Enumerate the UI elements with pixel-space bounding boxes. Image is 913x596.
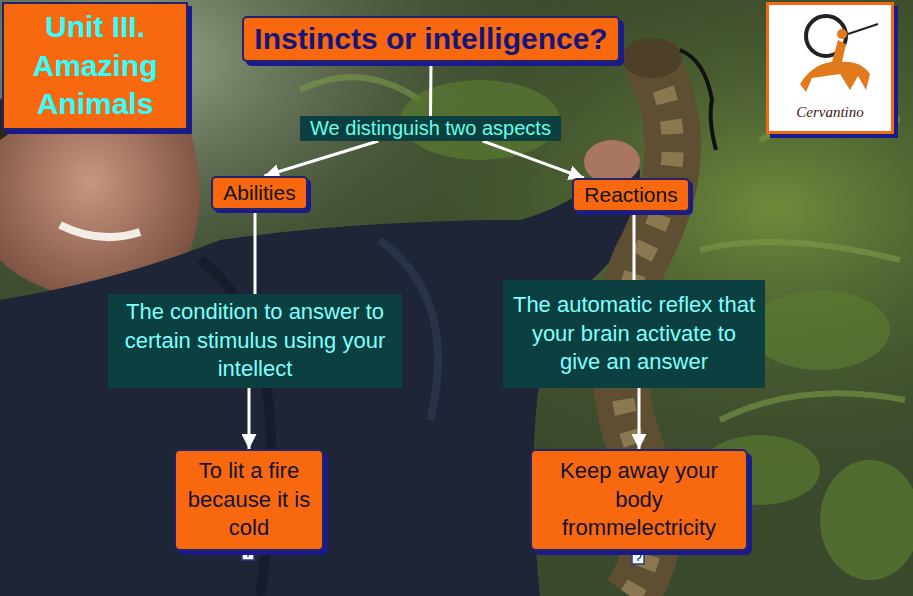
intro-band: We distinguish two aspects xyxy=(300,116,561,141)
logo-box: Cervantino xyxy=(766,2,894,134)
connector-line xyxy=(633,212,636,280)
node-text: We distinguish two aspects xyxy=(310,117,551,140)
node-text: Unit III. Amazing Animals xyxy=(12,8,178,123)
logo-rider xyxy=(800,16,878,92)
aspect-box: Reactions xyxy=(572,178,690,212)
node-text: Keep away your body frommelectricity xyxy=(540,457,738,543)
node-text: Cervantino xyxy=(796,104,864,121)
node-text: To lit a fire because it is cold xyxy=(184,457,314,543)
unit-box: Unit III. Amazing Animals xyxy=(2,2,188,130)
definition-band: The automatic reflex that your brain act… xyxy=(503,280,765,388)
node-text: The automatic reflex that your brain act… xyxy=(511,291,757,377)
example-box: Keep away your body frommelectricity xyxy=(530,449,748,551)
connector-line xyxy=(254,210,257,294)
connector-line xyxy=(248,388,251,449)
node-text: Abilities xyxy=(223,181,295,205)
connector-line xyxy=(429,62,433,116)
aspect-box: Abilities xyxy=(211,176,308,210)
connector-line xyxy=(483,141,584,178)
node-text: The condition to answer to certain stimu… xyxy=(116,298,394,384)
node-text: Instincts or intelligence? xyxy=(254,22,607,56)
definition-band: The condition to answer to certain stimu… xyxy=(108,294,402,388)
connector-line xyxy=(264,141,378,176)
example-box: To lit a fire because it is cold xyxy=(174,449,324,551)
title-box: Instincts or intelligence? xyxy=(242,16,620,62)
node-text: Reactions xyxy=(584,183,677,207)
connector-line xyxy=(638,388,641,449)
